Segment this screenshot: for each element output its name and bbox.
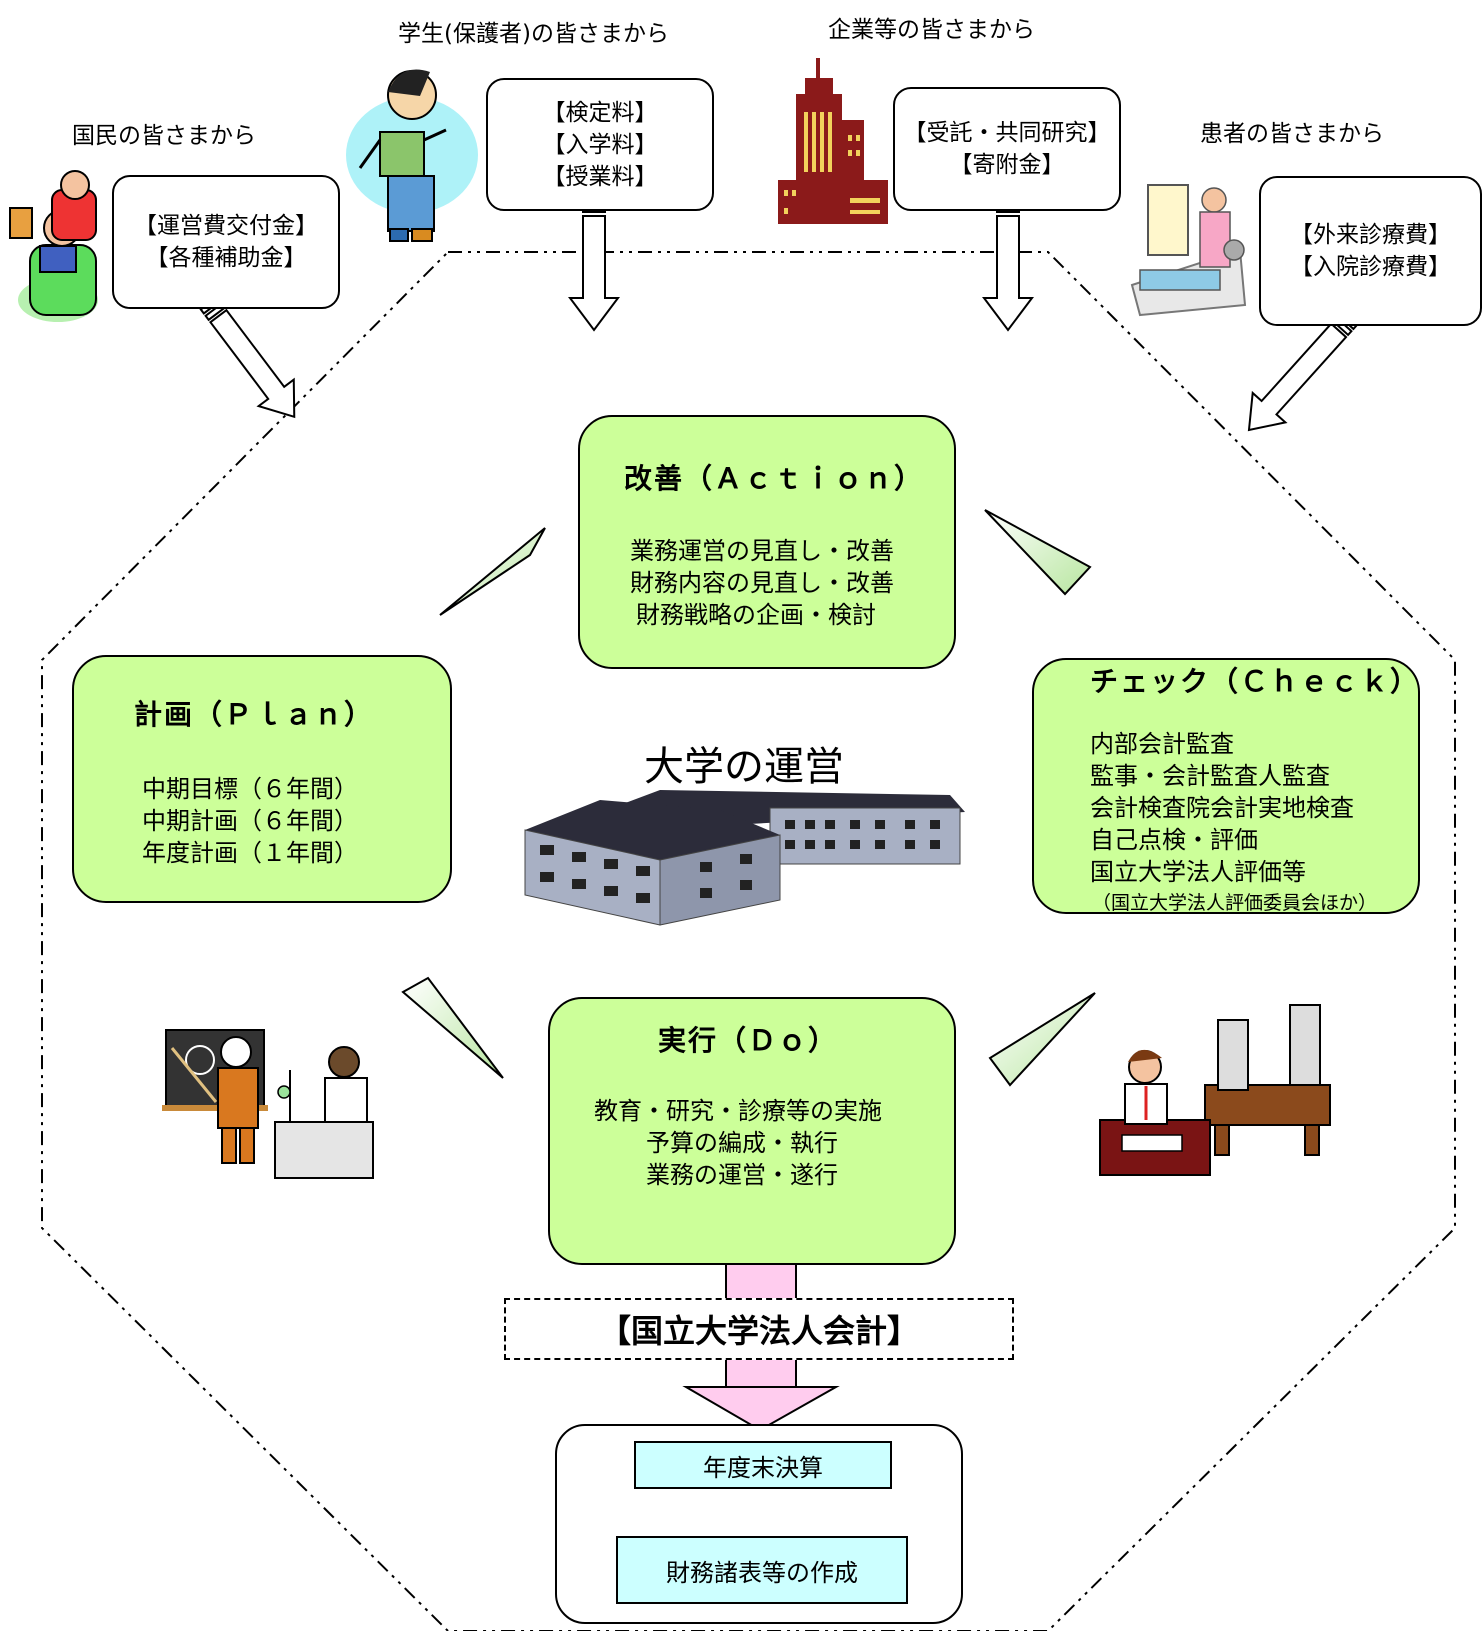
office-worker-illustration	[1099, 1004, 1331, 1176]
action-line: 財務戦略の企画・検討	[636, 601, 876, 629]
boundary-octagon	[41, 251, 1456, 1631]
source-item: 【入学料】	[542, 131, 658, 158]
source-item: 【寄附金】	[949, 152, 1065, 178]
citizens-source-box: 【運営費交付金】 【各種補助金】	[112, 175, 340, 309]
cycle-wedge-action-to-check	[984, 509, 1092, 596]
plan-phase-box: 計画（Ｐｌａｎ） 中期目標（６年間） 中期計画（６年間） 年度計画（１年間）	[72, 655, 452, 903]
action-title: 改善（Ａｃｔｉｏｎ）	[624, 462, 925, 495]
do-line: 教育・研究・診療等の実施	[594, 1097, 882, 1125]
action-line: 財務内容の見直し・改善	[630, 569, 894, 597]
source-item: 【授業料】	[542, 163, 658, 190]
student-illustration	[346, 69, 478, 242]
plan-title: 計画（Ｐｌａｎ）	[134, 698, 375, 731]
companies-source-box: 【受託・共同研究】 【寄附金】	[893, 87, 1121, 211]
students-source-box: 【検定料】 【入学料】 【授業料】	[486, 78, 714, 211]
arrow-companies	[982, 197, 1034, 332]
action-line: 業務運営の見直し・改善	[630, 537, 894, 565]
cycle-wedge-do-to-plan	[401, 976, 504, 1079]
do-phase-box: 実行（Ｄｏ） 教育・研究・診療等の実施 予算の編成・執行 業務の運営・遂行	[548, 997, 956, 1265]
accounting-label: 【国立大学法人会計】	[598, 1312, 919, 1350]
accounting-label-box: 【国立大学法人会計】	[504, 1298, 1014, 1360]
source-item: 【検定料】	[542, 99, 658, 126]
cycle-wedge-plan-to-action	[439, 527, 546, 616]
center-title: 大学の運営	[644, 744, 844, 790]
companies-caption: 企業等の皆さまから	[828, 17, 1035, 43]
step-label: 年度末決算	[703, 1453, 823, 1482]
family-illustration	[9, 170, 98, 322]
arrow-students	[568, 197, 620, 332]
step-label: 財務諸表等の作成	[666, 1558, 858, 1587]
check-line: 国立大学法人評価等	[1090, 858, 1306, 886]
step-financial-statements: 財務諸表等の作成	[616, 1536, 908, 1604]
plan-line: 年度計画（１年間）	[142, 839, 358, 867]
do-title: 実行（Ｄｏ）	[658, 1024, 839, 1057]
patients-caption: 患者の皆さまから	[1200, 121, 1384, 147]
plan-line: 中期目標（６年間）	[142, 775, 358, 803]
university-buildings-illustration	[524, 790, 965, 926]
arrow-citizens	[199, 295, 296, 419]
citizens-caption: 国民の皆さまから	[72, 123, 256, 149]
patients-source-box: 【外来診療費】 【入院診療費】	[1259, 176, 1482, 326]
source-item: 【運営費交付金】	[134, 213, 318, 239]
source-item: 【外来診療費】	[1290, 222, 1451, 248]
action-phase-box: 改善（Ａｃｔｉｏｎ） 業務運営の見直し・改善 財務内容の見直し・改善 財務戦略の…	[578, 415, 956, 669]
do-line: 予算の編成・執行	[646, 1129, 838, 1157]
patient-illustration	[1130, 184, 1247, 317]
check-note: （国立大学法人評価委員会ほか）	[1092, 892, 1378, 914]
source-item: 【入院診療費】	[1290, 254, 1451, 280]
source-item: 【各種補助金】	[145, 245, 307, 271]
students-caption: 学生(保護者)の皆さまから	[398, 21, 669, 47]
plan-line: 中期計画（６年間）	[142, 807, 358, 835]
check-line: 自己点検・評価	[1090, 826, 1258, 854]
teacher-researcher-illustration	[162, 1029, 374, 1179]
check-line: 会計検査院会計実地検査	[1090, 794, 1354, 822]
do-line: 業務の運営・遂行	[646, 1161, 838, 1189]
check-line: 内部会計監査	[1090, 730, 1234, 758]
check-phase-box: チェック（Ｃｈｅｃｋ） 内部会計監査 監事・会計監査人監査 会計検査院会計実地検…	[1032, 658, 1420, 914]
check-title: チェック（Ｃｈｅｃｋ）	[1090, 665, 1421, 698]
step-year-end-closing: 年度末決算	[634, 1441, 892, 1489]
check-line: 監事・会計監査人監査	[1090, 762, 1330, 790]
cycle-wedge-check-to-do	[988, 992, 1096, 1087]
office-tower-illustration	[778, 58, 888, 224]
source-item: 【受託・共同研究】	[903, 120, 1111, 146]
